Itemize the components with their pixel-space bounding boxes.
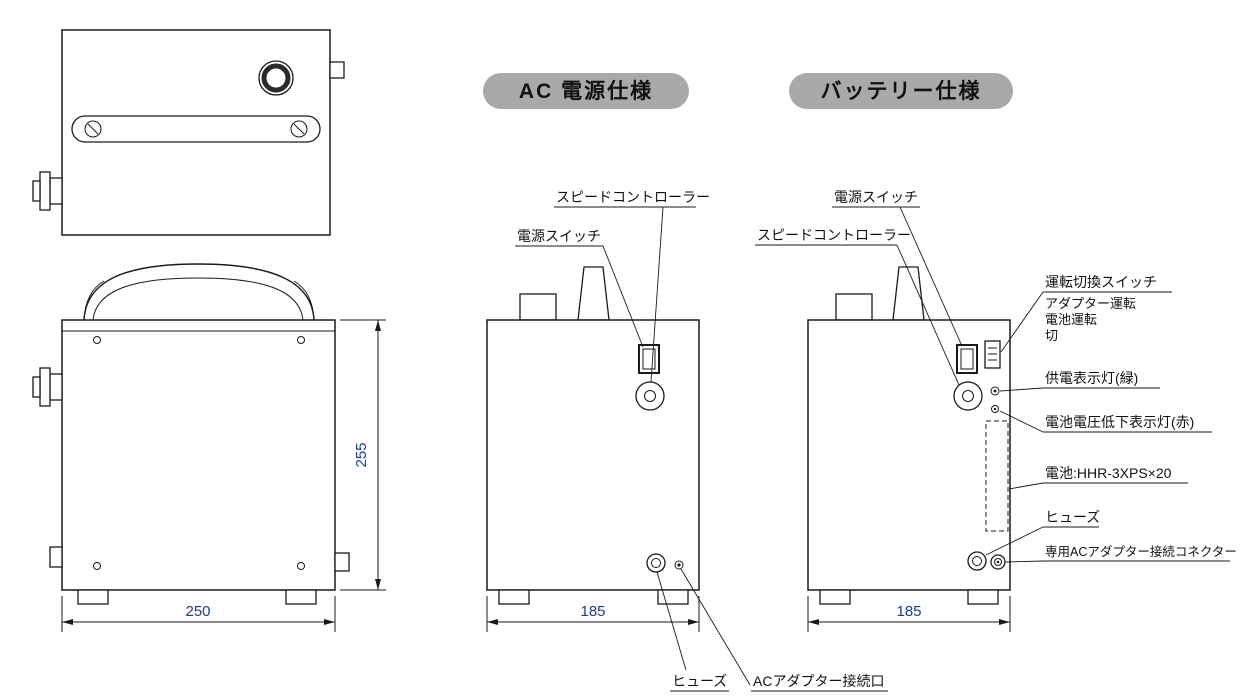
svg-text:電源スイッチ: 電源スイッチ xyxy=(517,228,601,244)
battery-fuse xyxy=(967,551,987,571)
top-view-cap xyxy=(258,60,294,96)
battery-body xyxy=(807,319,1011,591)
ac-spec-header: AC 電源仕様 xyxy=(483,73,689,109)
ac-speed-controller-knob xyxy=(577,266,610,321)
ac-spec-header-label: AC 電源仕様 xyxy=(519,79,653,103)
screw-icon xyxy=(297,562,305,570)
label-mode-adapter: アダプター運転 xyxy=(1045,296,1136,311)
screw-icon xyxy=(84,120,102,138)
ac-power-switch xyxy=(638,344,660,374)
svg-text:運転切換スイッチ: 運転切換スイッチ xyxy=(1045,274,1157,290)
svg-text:電池電圧低下表示灯(赤): 電池電圧低下表示灯(赤) xyxy=(1045,414,1194,430)
battery-spec-header: バッテリー仕様 xyxy=(789,73,1013,109)
foot xyxy=(285,589,317,605)
dimension-width-250: 250 xyxy=(61,596,336,632)
svg-text:ヒューズ: ヒューズ xyxy=(1045,509,1100,525)
screw-icon xyxy=(93,562,101,570)
label-ac-speed-controller: スピードコントローラー xyxy=(554,189,710,383)
foot xyxy=(77,589,109,605)
battery-speed-controller-knob xyxy=(892,266,925,321)
foot xyxy=(967,589,999,605)
label-ac-adapter-port: ACアダプター接続口 xyxy=(680,568,888,692)
svg-text:ACアダプター接続口: ACアダプター接続口 xyxy=(753,673,884,689)
battery-power-lamp xyxy=(990,386,1000,396)
label-battery-ac-connector: 専用ACアダプター接続コネクター xyxy=(1005,544,1237,563)
dimension-ac-width-185: 185 xyxy=(486,596,700,632)
front-view-screws xyxy=(93,336,305,570)
label-battery-power-lamp: 供電表示灯(緑) xyxy=(999,370,1160,392)
foot xyxy=(498,589,530,605)
ac-spec-header-bg xyxy=(483,73,689,109)
top-view-left-fitting xyxy=(32,171,63,211)
screw-icon xyxy=(290,120,308,138)
top-view-right-tab xyxy=(329,61,345,79)
ac-body xyxy=(486,319,700,591)
label-battery-fuse: ヒューズ xyxy=(985,509,1100,556)
dim-width-value: 250 xyxy=(185,603,210,620)
battery-speed-controller-dial xyxy=(953,381,983,411)
svg-text:専用ACアダプター接続コネクター: 専用ACアダプター接続コネクター xyxy=(1045,544,1237,559)
dimension-height-255: 255 xyxy=(340,319,386,591)
svg-text:スピードコントローラー: スピードコントローラー xyxy=(556,189,710,205)
ac-side-view: スピードコントローラー 電源スイッチ ヒューズ ACアダプター接続口 185 xyxy=(486,189,888,692)
front-view-body xyxy=(61,319,336,591)
front-view-right-tab xyxy=(334,552,350,572)
front-view-left-tab xyxy=(49,546,63,568)
dimension-battery-width-185: 185 xyxy=(807,596,1011,632)
dim-battery-width-value: 185 xyxy=(896,603,921,620)
label-battery-low-voltage-lamp: 電池電圧低下表示灯(赤) xyxy=(999,410,1212,433)
top-view xyxy=(32,29,345,236)
battery-compartment-door xyxy=(985,420,1009,532)
ac-handle-end xyxy=(519,293,557,321)
battery-mode-switch xyxy=(984,340,1001,369)
front-view-left-fitting xyxy=(32,367,63,407)
label-ac-power-switch: 電源スイッチ xyxy=(515,228,644,348)
battery-spec-header-bg xyxy=(789,73,1013,109)
label-battery-mode-switch: 運転切換スイッチ xyxy=(1000,274,1172,353)
ac-speed-controller-dial xyxy=(635,381,665,411)
label-battery-speed-controller: スピードコントローラー xyxy=(755,227,960,386)
foot xyxy=(819,589,851,605)
screw-icon xyxy=(297,336,305,344)
dim-height-value: 255 xyxy=(353,442,370,467)
ac-fuse xyxy=(646,553,666,573)
battery-power-switch xyxy=(956,344,978,374)
label-mode-battery: 電池運転 xyxy=(1045,312,1097,327)
svg-text:スピードコントローラー: スピードコントローラー xyxy=(757,227,911,243)
svg-text:電源スイッチ: 電源スイッチ xyxy=(834,189,918,205)
battery-ac-connector xyxy=(990,554,1006,570)
front-view: 255 250 xyxy=(32,263,386,632)
battery-side-view: 電源スイッチ スピードコントローラー 運転切換スイッチ アダプター運転 電池運転… xyxy=(755,189,1237,632)
svg-text:ヒューズ: ヒューズ xyxy=(672,673,727,689)
svg-text:供電表示灯(緑): 供電表示灯(緑) xyxy=(1045,370,1138,386)
battery-spec-header-label: バッテリー仕様 xyxy=(821,79,982,103)
svg-text:電池:HHR-3XPS×20: 電池:HHR-3XPS×20 xyxy=(1045,465,1172,481)
front-view-handle xyxy=(83,263,315,321)
ac-adapter-port xyxy=(674,560,684,570)
top-view-slot xyxy=(71,115,321,143)
label-battery-power-switch: 電源スイッチ xyxy=(832,189,963,347)
label-ac-fuse: ヒューズ xyxy=(656,571,729,692)
battery-handle-end xyxy=(835,293,873,321)
dim-ac-width-value: 185 xyxy=(580,603,605,620)
screw-icon xyxy=(93,336,101,344)
battery-low-voltage-lamp xyxy=(991,405,999,413)
label-battery-type: 電池:HHR-3XPS×20 xyxy=(1008,465,1188,490)
label-mode-off: 切 xyxy=(1045,328,1058,343)
